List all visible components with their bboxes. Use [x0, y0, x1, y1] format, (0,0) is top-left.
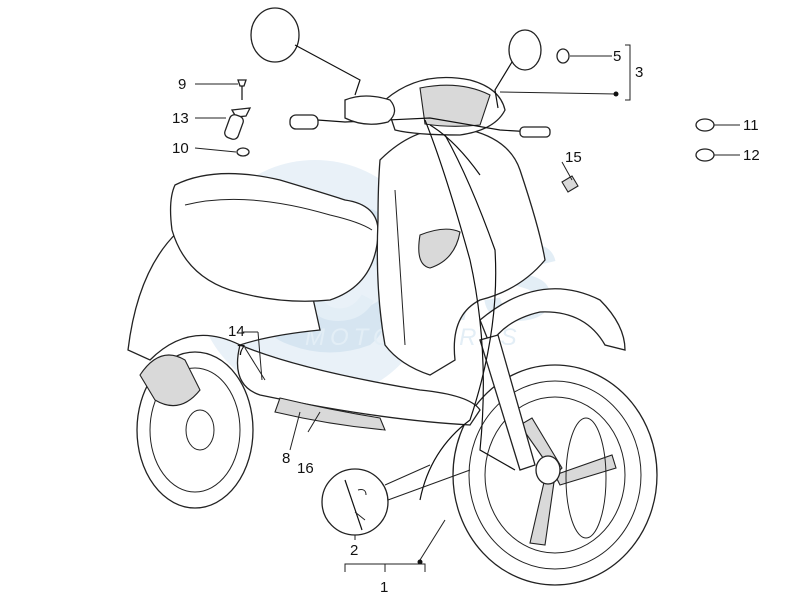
ring-5	[556, 48, 570, 64]
front-legshield	[376, 127, 546, 376]
brake-cable-rear	[419, 134, 497, 501]
ring-12	[695, 148, 715, 162]
clip-15	[561, 175, 579, 193]
seat	[169, 172, 379, 302]
callout-8: 8	[282, 450, 290, 467]
handlebar	[289, 117, 551, 134]
callouts: 9 13 10 5 3 11 12 15 14 7 8 16 2 1	[172, 48, 760, 596]
callout-9: 9	[178, 76, 186, 93]
callout-2: 2	[350, 542, 358, 559]
leader-lines	[194, 44, 740, 572]
speedo-cable	[429, 124, 481, 176]
screw-assembly	[224, 79, 252, 157]
detail-circle	[321, 468, 389, 536]
callout-3: 3	[635, 64, 643, 81]
callout-5: 5	[613, 48, 621, 65]
callout-10: 10	[172, 140, 189, 157]
callout-12: 12	[743, 147, 760, 164]
callout-14: 14	[228, 323, 245, 340]
front-mudguard	[479, 288, 626, 351]
callout-1: 1	[380, 579, 388, 596]
callout-7: 7	[237, 342, 245, 359]
brake-cable-front	[424, 119, 516, 471]
callout-13: 13	[172, 110, 189, 127]
ring-11	[695, 118, 715, 132]
callout-11: 11	[743, 117, 759, 134]
front-fork	[479, 334, 536, 471]
left-mirror	[250, 7, 300, 63]
right-mirror	[508, 29, 542, 71]
scooter-illustration	[127, 7, 715, 586]
exhaust	[139, 354, 201, 407]
floorboard	[236, 344, 481, 426]
callout-15: 15	[565, 149, 582, 166]
callout-16: 16	[297, 460, 314, 477]
